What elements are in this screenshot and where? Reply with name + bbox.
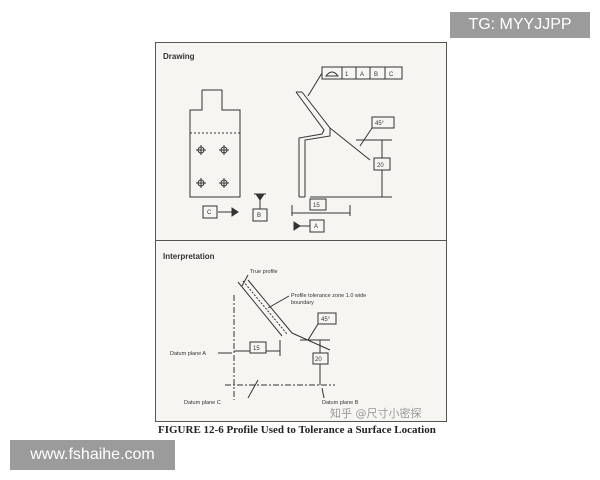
frame-cell-b: B: [374, 72, 378, 78]
vertical-dimension: [310, 139, 392, 198]
drawing-horizontal-dim: 15: [313, 203, 320, 209]
profile-tolerance-zone: [237, 279, 293, 337]
frame-cell-c: C: [389, 72, 394, 78]
drawing-title: Drawing: [163, 52, 195, 61]
zone-label-line2: boundary: [291, 300, 314, 306]
datum-plane-a-label: Datum plane A: [170, 351, 206, 357]
side-view-part: [295, 91, 331, 198]
datum-b-symbol: [252, 193, 268, 222]
tg-badge: TG: MYYJJPP: [450, 12, 590, 38]
datum-plane-b-label: Datum plane B: [322, 400, 359, 406]
drawing-angle-label: 45°: [375, 121, 385, 127]
front-view-part: [189, 89, 241, 198]
datum-a-label: A: [314, 224, 318, 230]
interp-leaders: [241, 274, 290, 309]
datum-label-leaders: [218, 352, 325, 399]
hole-pattern: [196, 145, 229, 188]
interp-horizontal-dimension: [234, 340, 281, 356]
interpretation-title: Interpretation: [163, 252, 215, 261]
interp-angle-label: 45°: [321, 317, 331, 323]
interp-horizontal-dim: 15: [253, 346, 260, 352]
section-divider: [155, 240, 447, 241]
interp-vertical-dim: 20: [315, 357, 322, 363]
datum-c-label: C: [207, 210, 212, 216]
feature-control-frame: [307, 66, 403, 97]
frame-cell-1: 1: [345, 72, 349, 78]
figure-sheet: [155, 42, 447, 422]
interp-vertical-dimension: [300, 339, 330, 385]
horizontal-dimension: [291, 198, 351, 216]
true-profile-label: True profile: [250, 269, 278, 275]
datum-a-symbol: [293, 219, 325, 233]
frame-cell-a: A: [360, 72, 364, 78]
datum-c-symbol: [202, 205, 239, 219]
watermark-text: 知乎 @尺寸小密探: [330, 407, 422, 420]
drawing-vertical-dim: 20: [377, 163, 384, 169]
datum-b-label: B: [257, 213, 261, 219]
site-badge: www.fshaihe.com: [10, 440, 175, 470]
figure-caption: FIGURE 12-6 Profile Used to Tolerance a …: [158, 424, 436, 436]
angle-dimension: [329, 116, 395, 161]
zone-label-line1: Profile tolerance zone 1.0 wide: [291, 293, 366, 299]
datum-plane-c-label: Datum plane C: [184, 400, 221, 406]
interp-angle-dimension: [291, 312, 337, 351]
